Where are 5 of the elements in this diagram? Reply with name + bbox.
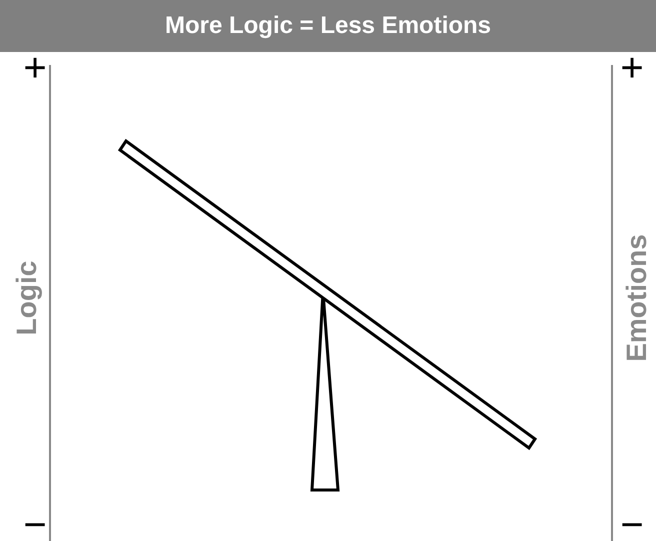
axis-label: Logic <box>11 260 43 338</box>
minus-sign: − <box>22 505 48 541</box>
axis-label: Emotions <box>621 233 653 363</box>
title-bar: More Logic = Less Emotions <box>0 0 656 52</box>
minus-sign: − <box>619 505 645 541</box>
